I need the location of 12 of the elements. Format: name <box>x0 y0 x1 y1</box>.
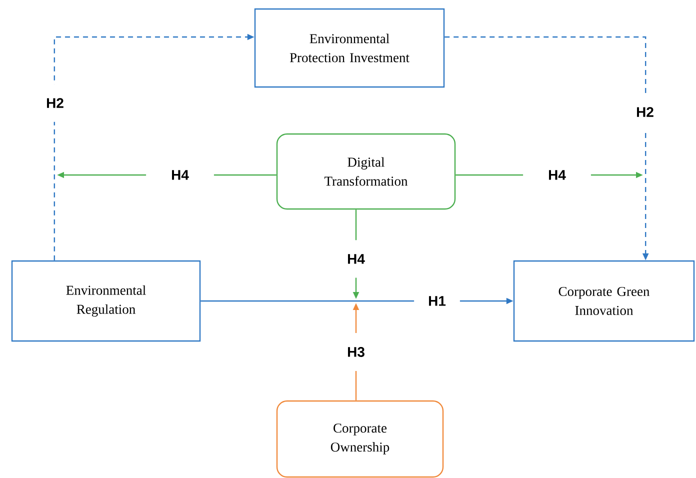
edge-label: H3 <box>343 333 369 371</box>
edge-label: H2 <box>633 93 657 131</box>
edge-label: H4 <box>343 240 369 278</box>
process-box: Environmental Protection Investment <box>254 8 445 88</box>
process-box: Environmental Regulation <box>11 260 201 342</box>
rounded-box: Digital Transformation <box>276 133 456 210</box>
process-box: Corporate Green Innovation <box>513 260 695 342</box>
rounded-box: Corporate Ownership <box>276 400 444 478</box>
edge-label: H2 <box>43 84 67 122</box>
edge-label: H4 <box>146 166 214 184</box>
edge-label: H1 <box>414 292 460 310</box>
edge-label: H4 <box>523 166 591 184</box>
